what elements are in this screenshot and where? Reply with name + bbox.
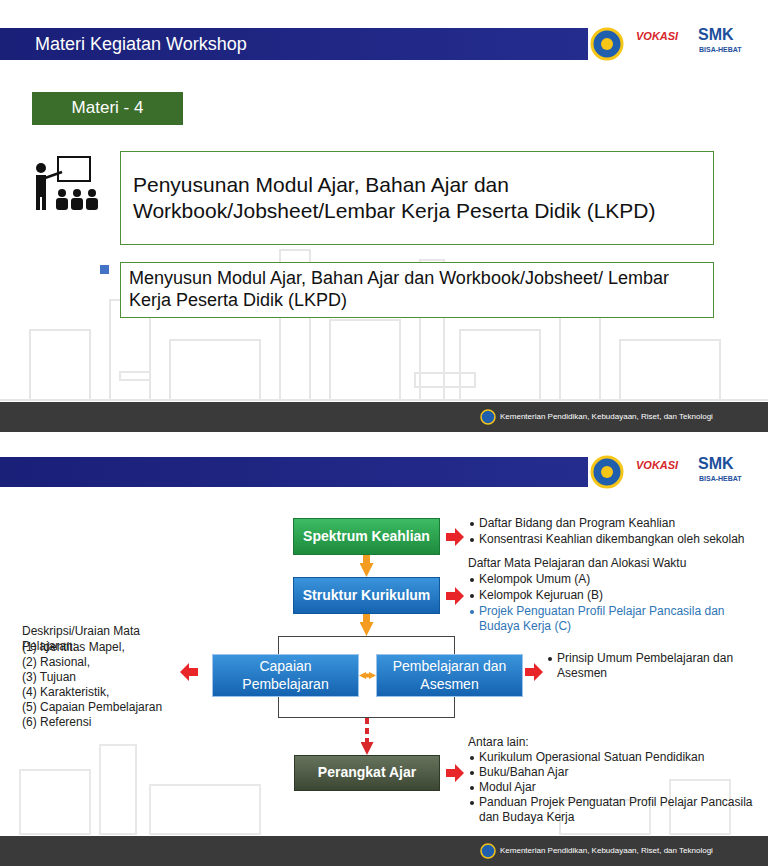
footer-text: Kementerian Pendidikan, Kebudayaan, Rise… <box>500 845 760 856</box>
group-frame: Capaian PembelajaranPembelajaran dan Ase… <box>278 636 455 718</box>
topic-box: Penyusunan Modul Ajar, Bahan Ajar dan Wo… <box>120 151 714 245</box>
slide-title: Materi Kegiatan Workshop <box>35 34 247 55</box>
process-box: Pembelajaran dan Asesmen <box>376 654 523 697</box>
node-text: Capaian Pembelajaran <box>223 658 348 692</box>
note-item: Projek Penguatan Profil Pelajar Pancasil… <box>468 604 760 634</box>
flow-arrow <box>366 674 369 678</box>
presenter-icon <box>36 157 98 210</box>
note-item: Modul Ajar <box>468 780 760 795</box>
node-text: Materi - 4 <box>40 98 175 119</box>
note-item: (1) Identitas Mapel, <box>22 640 194 655</box>
logo-text: BISA-HEBAT <box>699 45 761 55</box>
node-text: Pembelajaran dan Asesmen <box>387 658 512 692</box>
note-item: Prinsip Umum Pembelajaran dan Asesmen <box>546 651 751 681</box>
node-text: Spektrum Keahlian <box>300 528 433 545</box>
note-item: Kelompok Kejuruan (B) <box>468 588 760 603</box>
ministry-emblem <box>592 29 622 59</box>
ministry-emblem <box>592 457 622 487</box>
footer-emblem <box>481 844 495 858</box>
note-item: (6) Referensi <box>22 715 194 730</box>
node-text: Struktur Kurikulum <box>300 587 433 604</box>
process-box: Perangkat Ajar <box>294 755 440 791</box>
logo-text: VOKASI <box>636 458 696 472</box>
note-item: Kurikulum Operasional Satuan Pendidikan <box>468 750 760 765</box>
section-tag: Materi - 4 <box>32 92 183 125</box>
note-item: (5) Capaian Pembelajaran <box>22 700 194 715</box>
process-box: Capaian Pembelajaran <box>212 654 359 697</box>
node-text: Penyusunan Modul Ajar, Bahan Ajar dan Wo… <box>133 172 701 223</box>
header-bar <box>0 28 588 60</box>
note-item: Konsentrasi Keahlian dikembangkan oleh s… <box>468 532 760 547</box>
process-box: Spektrum Keahlian <box>293 518 440 555</box>
footer-bar <box>0 402 768 432</box>
note-item: Buku/Bahan Ajar <box>468 765 760 780</box>
logo-text: SMK <box>698 25 748 44</box>
footer-emblem <box>481 410 495 424</box>
note-item: Daftar Bidang dan Program Keahlian <box>468 516 760 531</box>
footer-bar <box>0 836 768 866</box>
note-item: (2) Rasional, <box>22 655 194 670</box>
bullet-square <box>100 265 109 274</box>
note-item: (4) Karakteristik, <box>22 685 194 700</box>
note-heading: Antara lain: <box>468 735 760 750</box>
process-box: Struktur Kurikulum <box>293 577 440 614</box>
logo-text: BISA-HEBAT <box>699 474 761 484</box>
node-text: Perangkat Ajar <box>301 764 433 781</box>
note-item: Panduan Projek Penguatan Profil Pelajar … <box>468 795 760 825</box>
logo-text: SMK <box>698 454 748 473</box>
logo-text: VOKASI <box>636 29 696 43</box>
note-item: (3) Tujuan <box>22 670 194 685</box>
note-item: Kelompok Umum (A) <box>468 572 760 587</box>
footer-text: Kementerian Pendidikan, Kebudayaan, Rise… <box>500 411 760 422</box>
skyline-illustration <box>0 250 768 400</box>
node-text: Menyusun Modul Ajar, Bahan Ajar dan Work… <box>129 268 705 312</box>
flow-arrow <box>363 614 370 622</box>
flow-arrow <box>363 555 370 563</box>
flow-arrow <box>365 718 369 742</box>
header-bar <box>0 457 588 487</box>
note-heading: Daftar Mata Pelajaran dan Alokasi Waktu <box>468 556 760 571</box>
subtopic-box: Menyusun Modul Ajar, Bahan Ajar dan Work… <box>120 262 714 318</box>
